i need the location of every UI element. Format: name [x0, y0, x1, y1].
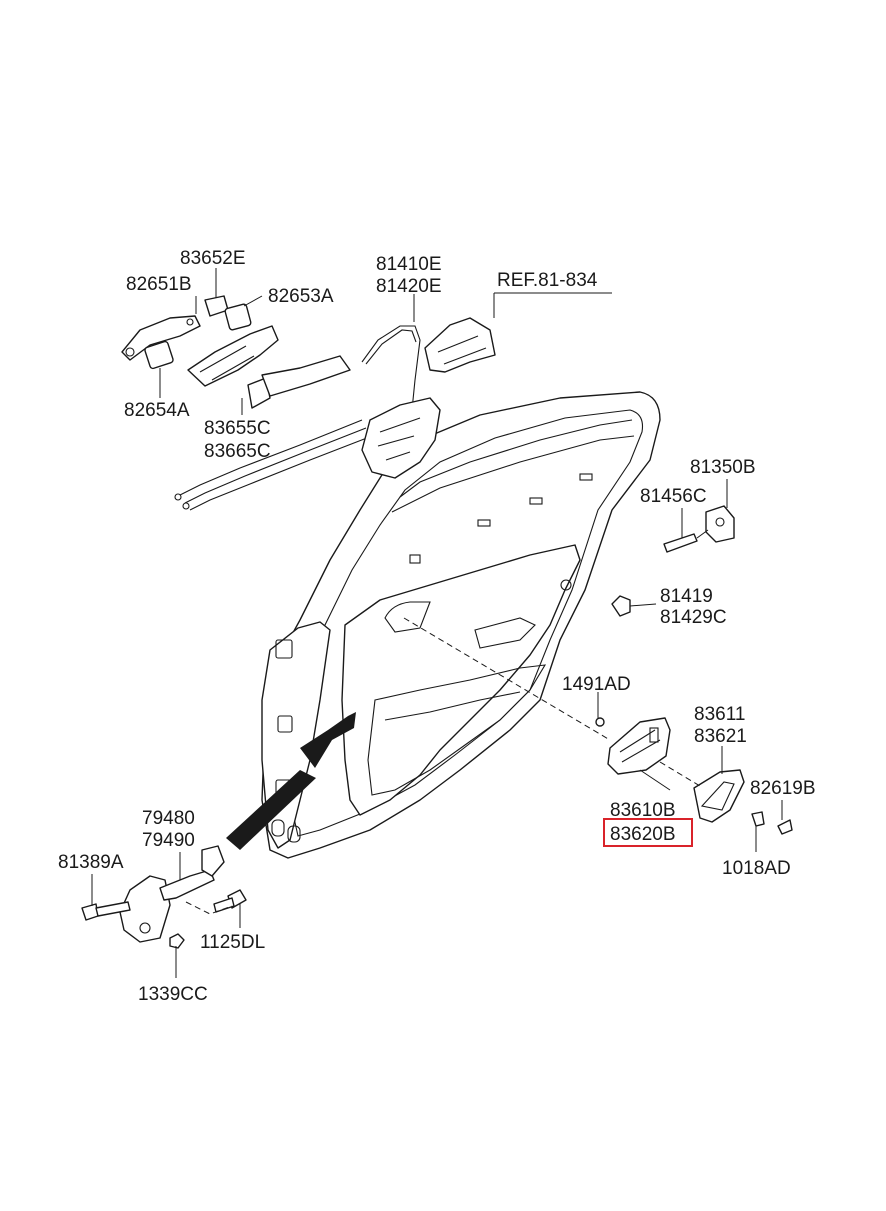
label-83620B[interactable]: 83620B — [610, 824, 676, 845]
striker-assembly — [663, 505, 735, 553]
label-81429C[interactable]: 81429C — [660, 607, 727, 628]
latch-and-cables — [174, 317, 496, 511]
label-81410E[interactable]: 81410E — [376, 254, 442, 275]
label-81350B[interactable]: 81350B — [690, 457, 756, 478]
label-83652E[interactable]: 83652E — [180, 248, 246, 269]
label-82619B[interactable]: 82619B — [750, 778, 816, 799]
label-81420E[interactable]: 81420E — [376, 276, 442, 297]
label-79480[interactable]: 79480 — [142, 808, 195, 829]
clip-81419 — [611, 595, 631, 617]
label-81456C[interactable]: 81456C — [640, 486, 707, 507]
outside-handle-assembly — [121, 295, 351, 409]
leader-lines — [91, 268, 783, 978]
label-1125DL[interactable]: 1125DL — [200, 932, 265, 953]
label-83621[interactable]: 83621 — [694, 726, 747, 747]
label-83610B[interactable]: 83610B — [610, 800, 676, 821]
label-83611[interactable]: 83611 — [694, 704, 745, 725]
label-82654A[interactable]: 82654A — [124, 400, 190, 421]
label-1491AD[interactable]: 1491AD — [562, 674, 631, 695]
label-81419[interactable]: 81419 — [660, 586, 713, 607]
door-checker-assembly — [81, 845, 247, 949]
label-82653A[interactable]: 82653A — [268, 286, 334, 307]
label-81389A[interactable]: 81389A — [58, 852, 124, 873]
label-82651B[interactable]: 82651B — [126, 274, 192, 295]
label-83655C[interactable]: 83655C — [204, 418, 271, 439]
rear-door-panel — [226, 391, 661, 859]
part-labels: 83652E 82651B 82653A 82654A 83655C 83665… — [58, 248, 816, 1005]
label-1018AD[interactable]: 1018AD — [722, 858, 791, 879]
highlight-box-83620B — [603, 818, 693, 847]
label-ref-81-834[interactable]: REF.81-834 — [497, 270, 598, 291]
inside-handle-assembly — [595, 717, 793, 835]
label-1339CC[interactable]: 1339CC — [138, 984, 208, 1005]
label-83665C[interactable]: 83665C — [204, 441, 271, 462]
label-79490[interactable]: 79490 — [142, 830, 195, 851]
